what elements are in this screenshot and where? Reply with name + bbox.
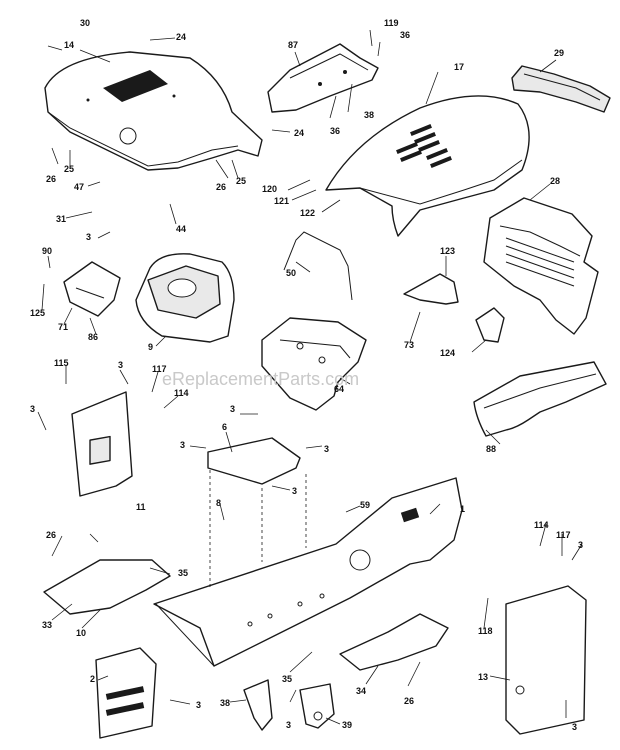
callout-17: 17 [454, 62, 464, 72]
callout-26: 26 [404, 696, 414, 706]
part-39-bracket [299, 683, 335, 729]
callout-3: 3 [196, 700, 201, 710]
callout-3: 3 [230, 404, 235, 414]
callout-26: 26 [216, 182, 226, 192]
grille-slats [505, 237, 575, 287]
part-87-bracket [267, 43, 379, 113]
callout-50: 50 [286, 268, 296, 278]
callout-38: 38 [220, 698, 230, 708]
callout-11: 11 [136, 502, 146, 512]
callout-88: 88 [486, 444, 496, 454]
part-29-emblem [511, 65, 611, 113]
callout-33: 33 [42, 620, 52, 630]
callout-73: 73 [404, 340, 414, 350]
callout-8: 8 [216, 498, 221, 508]
part-38-bracket [243, 679, 273, 731]
hood-grille-vents [396, 124, 452, 168]
callout-26: 26 [46, 530, 56, 540]
callout-13: 13 [478, 672, 488, 682]
callout-71: 71 [58, 322, 68, 332]
part-17-hood [325, 95, 530, 237]
callout-14: 14 [64, 40, 74, 50]
callout-29: 29 [554, 48, 564, 58]
callout-28: 28 [550, 176, 560, 186]
part-88-side-panel [473, 361, 607, 437]
callout-87: 87 [288, 40, 298, 50]
callout-117: 117 [152, 364, 167, 374]
callout-59: 59 [360, 500, 370, 510]
callout-26: 26 [46, 174, 56, 184]
callout-30: 30 [80, 18, 90, 28]
part-1-frame [153, 477, 463, 667]
part-13-panel [505, 585, 587, 735]
callout-3: 3 [286, 720, 291, 730]
callout-124: 124 [440, 348, 455, 358]
callout-35: 35 [178, 568, 188, 578]
callout-117: 117 [556, 530, 571, 540]
part-34-footrest [339, 613, 449, 671]
callout-31: 31 [56, 214, 66, 224]
callout-3: 3 [30, 404, 35, 414]
callout-34: 34 [356, 686, 366, 696]
callout-1: 1 [460, 504, 465, 514]
part-123-bracket [403, 273, 459, 305]
part-124-bracket [475, 307, 505, 343]
callout-labels: 30 14 24 87 119 36 17 29 24 36 38 25 26 … [30, 18, 583, 732]
part-71-86-plate [63, 261, 121, 317]
callout-122: 122 [300, 208, 315, 218]
callout-36: 36 [400, 30, 410, 40]
part-33-floor-plate [43, 559, 171, 615]
callout-36: 36 [330, 126, 340, 136]
part-2-bracket [95, 647, 157, 739]
callout-38: 38 [364, 110, 374, 120]
callout-25: 25 [236, 176, 246, 186]
callout-121: 121 [274, 196, 289, 206]
callout-3: 3 [86, 232, 91, 242]
callout-115: 115 [54, 358, 69, 368]
callout-3: 3 [324, 444, 329, 454]
callout-6: 6 [222, 422, 227, 432]
callout-35: 35 [282, 674, 292, 684]
part-50-wire [283, 231, 353, 301]
part-6-plate [207, 437, 301, 485]
watermark-text: eReplacementParts.com [162, 369, 359, 389]
callout-25: 25 [64, 164, 74, 174]
part-11-panel [71, 391, 133, 497]
callout-3: 3 [578, 540, 583, 550]
callout-125: 125 [30, 308, 45, 318]
callout-3: 3 [572, 722, 577, 732]
callout-10: 10 [76, 628, 86, 638]
callout-114: 114 [534, 520, 549, 530]
callout-3: 3 [292, 486, 297, 496]
callout-24: 24 [294, 128, 304, 138]
callout-118: 118 [478, 626, 493, 636]
leader-lines [37, 29, 583, 725]
callout-90: 90 [42, 246, 52, 256]
callout-24: 24 [176, 32, 186, 42]
part-30-dash [44, 51, 263, 171]
callout-39: 39 [342, 720, 352, 730]
callout-123: 123 [440, 246, 455, 256]
callout-120: 120 [262, 184, 277, 194]
callout-119: 119 [384, 18, 399, 28]
part-9-fuel-tank [135, 253, 235, 343]
callout-3: 3 [180, 440, 185, 450]
callout-2: 2 [90, 674, 95, 684]
callout-47: 47 [74, 182, 84, 192]
part-28-grille [483, 197, 599, 335]
callout-3: 3 [118, 360, 123, 370]
part-64-bracket [261, 317, 367, 411]
callout-9: 9 [148, 342, 153, 352]
callout-44: 44 [176, 224, 186, 234]
callout-64: 64 [334, 384, 344, 394]
callout-86: 86 [88, 332, 98, 342]
callout-114: 114 [174, 388, 189, 398]
